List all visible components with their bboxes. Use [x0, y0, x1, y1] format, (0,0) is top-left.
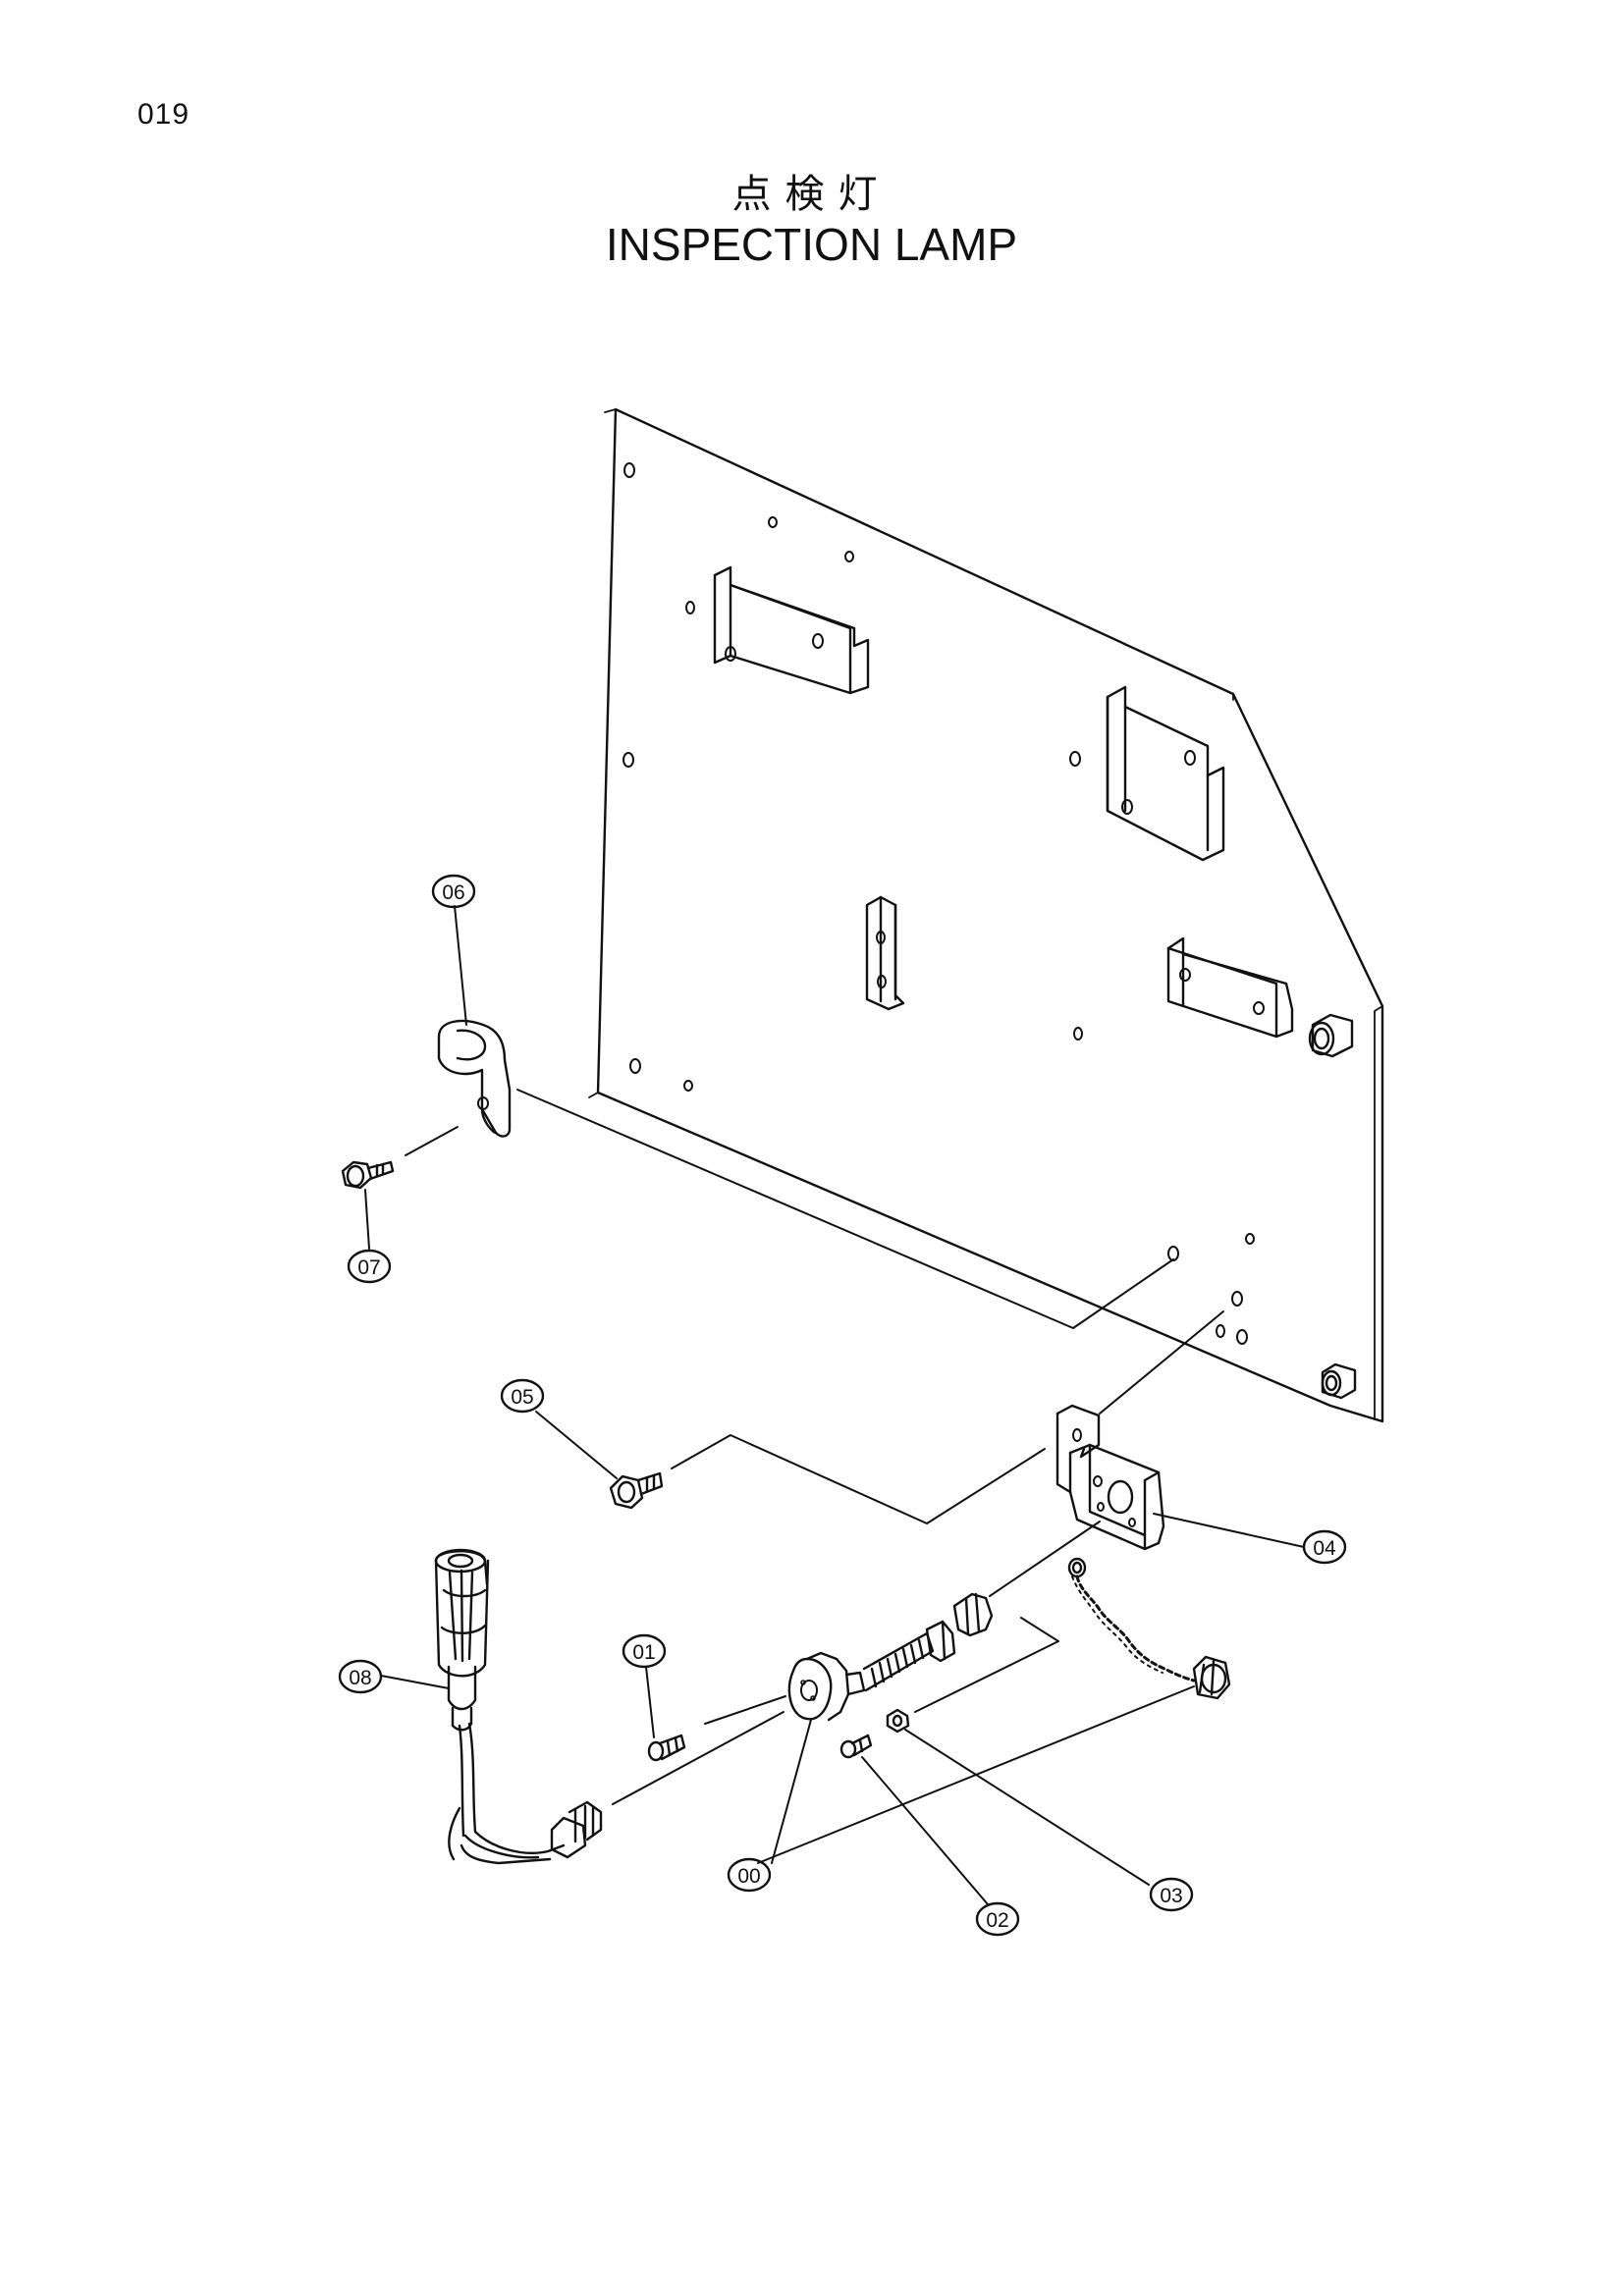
callout-00: 00: [727, 1857, 772, 1893]
plate-boss-upper: [1308, 1013, 1354, 1058]
svg-text:03: 03: [1160, 1885, 1182, 1907]
lamp-08: [434, 1548, 603, 1865]
mounting-plate: [588, 407, 1384, 1423]
svg-text:01: 01: [632, 1641, 655, 1664]
callout-06: 06: [431, 874, 476, 909]
plate-bracket-lower-right: [1166, 936, 1294, 1039]
svg-text:07: 07: [357, 1256, 380, 1279]
bracket-04: [1055, 1404, 1165, 1551]
callout-04: 04: [1302, 1529, 1347, 1565]
plate-holes: [622, 462, 1255, 1345]
svg-text:06: 06: [442, 881, 464, 904]
plate-bracket-upper-left: [713, 565, 870, 695]
socket-00: [787, 1557, 1231, 1722]
svg-text:00: 00: [737, 1865, 760, 1888]
callout-03: 03: [1149, 1877, 1194, 1912]
clip-06: [437, 1019, 512, 1138]
bolt-05: [609, 1471, 664, 1510]
callout-08: 08: [338, 1659, 383, 1694]
callouts: 06 07 05 04 01 08 00 02: [338, 874, 1347, 1937]
svg-text:02: 02: [986, 1909, 1008, 1932]
plate-bracket-upper-right: [1106, 685, 1225, 862]
screw-02: [839, 1734, 873, 1759]
callout-05: 05: [500, 1378, 545, 1414]
assembly-lines: [364, 905, 1305, 1905]
svg-text:04: 04: [1313, 1537, 1336, 1560]
screw-01: [647, 1734, 686, 1762]
bolt-07: [341, 1160, 395, 1190]
svg-text:05: 05: [511, 1386, 533, 1409]
callout-02: 02: [975, 1901, 1020, 1937]
page-number: 019: [137, 98, 190, 131]
title-english: INSPECTION LAMP: [605, 219, 1018, 270]
callout-07: 07: [347, 1249, 392, 1284]
title-japanese: 点検灯: [731, 172, 892, 217]
plate-boss-lower: [1321, 1362, 1357, 1400]
plate-bracket-center: [865, 895, 905, 1011]
svg-text:08: 08: [349, 1667, 371, 1689]
nut-03: [886, 1708, 910, 1734]
callout-01: 01: [622, 1633, 667, 1669]
